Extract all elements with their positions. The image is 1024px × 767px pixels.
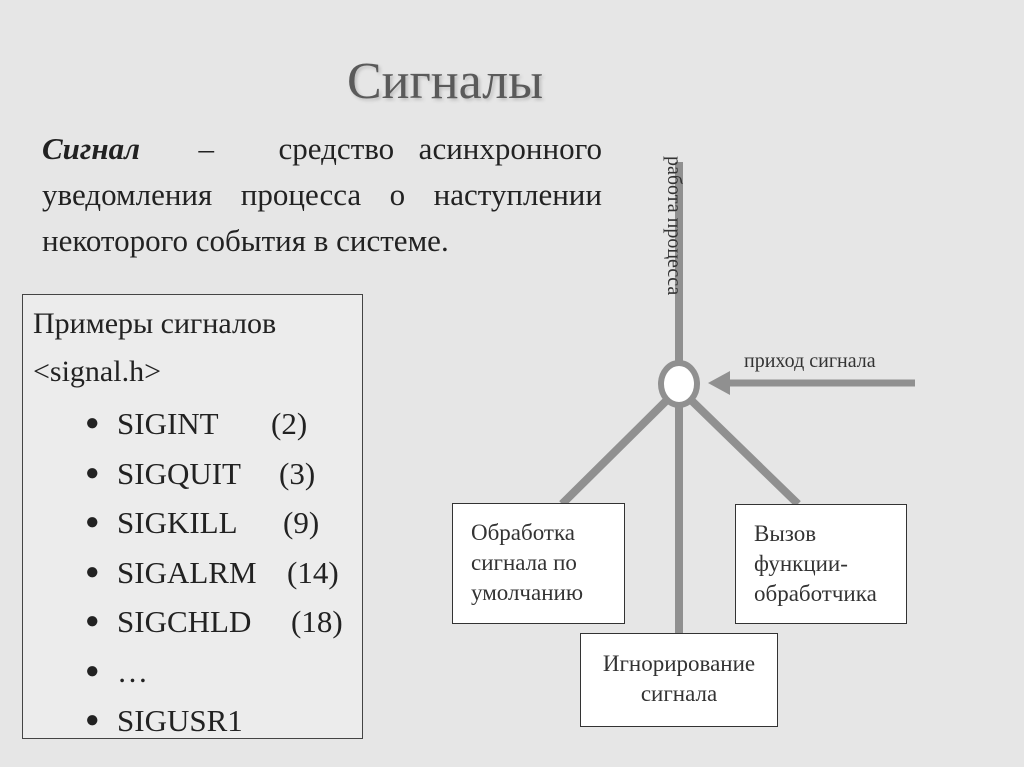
branch-line-handler [689, 398, 801, 507]
box-text-line: функции- [754, 551, 848, 576]
page-title: Сигналы [346, 53, 544, 110]
box-text-line: Обработка [471, 520, 576, 545]
signal-name: SIGQUIT [117, 455, 241, 491]
arrowhead-icon [708, 371, 730, 395]
box-text-line: Вызов [754, 521, 817, 546]
bullet-icon: ● [85, 657, 100, 684]
handler-call-box: Вызов функции- обработчика [735, 504, 907, 624]
signal-name: SIGCHLD [117, 604, 252, 639]
box-text-line: умолчанию [471, 580, 584, 605]
signal-name: SIGALRM [117, 554, 257, 590]
box-text-line: сигнала по [471, 550, 577, 575]
signal-name: SIGINT [117, 406, 219, 441]
bullet-icon: ● [85, 558, 100, 585]
signal-number: (3) [279, 455, 316, 491]
header-file-name: <signal.h> [33, 355, 161, 388]
signal-name: … [117, 653, 148, 689]
signal-definition: Сигнал – средство асинхронного уведомлен… [42, 126, 602, 264]
bullet-icon: ● [85, 608, 100, 634]
signal-name: SIGKILL [117, 505, 238, 540]
bullet-icon: ● [85, 509, 100, 535]
definition-text: средство асинхронного уведомления процес… [42, 131, 603, 258]
examples-heading: Примеры сигналов [33, 307, 277, 340]
signal-node-circle [658, 360, 700, 408]
box-text-line: обработчика [754, 581, 877, 606]
signal-arrival-label: приход сигнала [744, 350, 876, 372]
signal-number: (14) [287, 554, 339, 590]
definition-dash: – [198, 131, 215, 166]
signal-number: (2) [271, 406, 308, 441]
box-text-line: Игнорирование [602, 651, 756, 676]
bullet-icon: ● [85, 707, 100, 733]
ignore-signal-box: Игнорирование сигнала [580, 633, 778, 727]
signal-number: (9) [283, 505, 320, 540]
signal-examples-box: Примеры сигналов <signal.h> ● SIGINT (2)… [22, 294, 363, 739]
process-work-label: работа процесса [663, 156, 685, 296]
box-text-line: сигнала [640, 681, 718, 706]
signal-name: SIGUSR1 [117, 703, 243, 738]
default-handling-box: Обработка сигнала по умолчанию [452, 503, 625, 624]
bullet-icon: ● [85, 410, 100, 436]
branch-line-default [559, 398, 669, 507]
bullet-icon: ● [85, 459, 100, 486]
signal-number: (18) [291, 604, 343, 639]
definition-term: Сигнал [42, 131, 140, 166]
